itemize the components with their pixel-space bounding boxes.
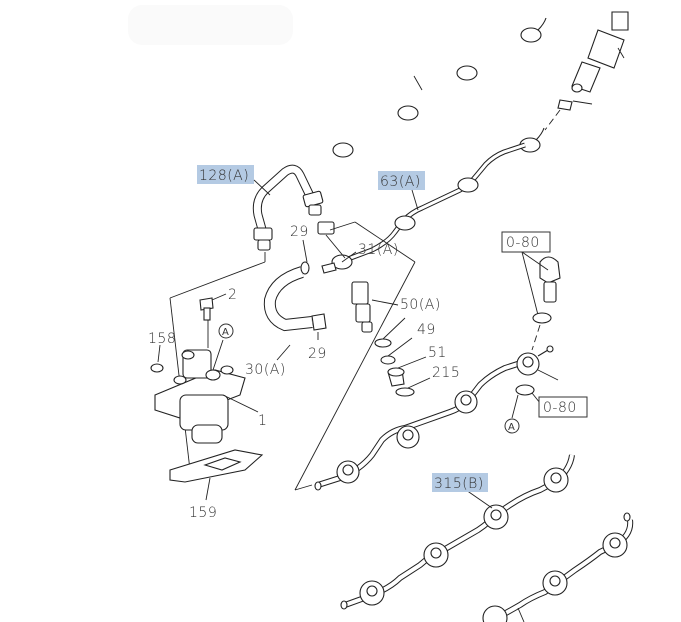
pipe-128a <box>252 164 346 262</box>
callout-128a[interactable]: 128(A) <box>199 168 249 184</box>
callout-159: 159 <box>189 505 217 521</box>
middle-injection-pipe <box>314 345 559 491</box>
nozzle-holder <box>351 281 399 333</box>
callout-30a: 30(A) <box>245 362 286 378</box>
banjo-fitting <box>520 27 542 43</box>
callout-29-bottom: 29 <box>308 346 327 362</box>
highlight-128a <box>197 165 254 184</box>
callout-215: 215 <box>432 365 460 381</box>
marker-a-pump <box>218 323 234 339</box>
top-right-injector <box>519 11 629 153</box>
top-injection-pipe <box>332 17 547 158</box>
callout-31a: 31(A) <box>358 242 399 258</box>
callout-29-top: 29 <box>290 224 309 240</box>
callout-51: 51 <box>428 345 447 361</box>
callout-315b[interactable]: 315(B) <box>434 476 484 492</box>
callout-2: 2 <box>228 287 237 303</box>
callout-63a[interactable]: 63(A) <box>380 174 421 190</box>
marker-a-right-text: A <box>508 422 515 433</box>
callout-50a: 50(A) <box>400 297 441 313</box>
banjo-fitting <box>456 65 478 81</box>
highlight-315b <box>432 473 488 492</box>
callout-49: 49 <box>417 322 436 338</box>
lower-right-injection-pipe <box>482 512 634 622</box>
injection-pump <box>150 293 259 444</box>
banjo-fitting <box>332 142 354 158</box>
callout-158: 158 <box>148 331 176 347</box>
highlight-63a <box>378 171 425 190</box>
hose-30a <box>263 261 327 332</box>
washers <box>374 317 431 397</box>
ref-box-bottom-text: 0-80 <box>543 400 577 416</box>
banjo-fitting <box>397 105 419 121</box>
marker-a-right <box>504 418 520 434</box>
pipe-315b <box>340 454 575 610</box>
ref-box-top-text: 0-80 <box>506 235 540 251</box>
ref-box-top <box>501 231 551 253</box>
marker-a-pump-text: A <box>222 327 229 338</box>
callout-1: 1 <box>258 413 267 429</box>
background-smudge <box>128 5 293 45</box>
gasket-159 <box>169 449 264 501</box>
ref-box-bottom <box>538 396 588 418</box>
banjo-bolt-assembly <box>511 251 561 419</box>
pipe-63a <box>321 142 526 274</box>
